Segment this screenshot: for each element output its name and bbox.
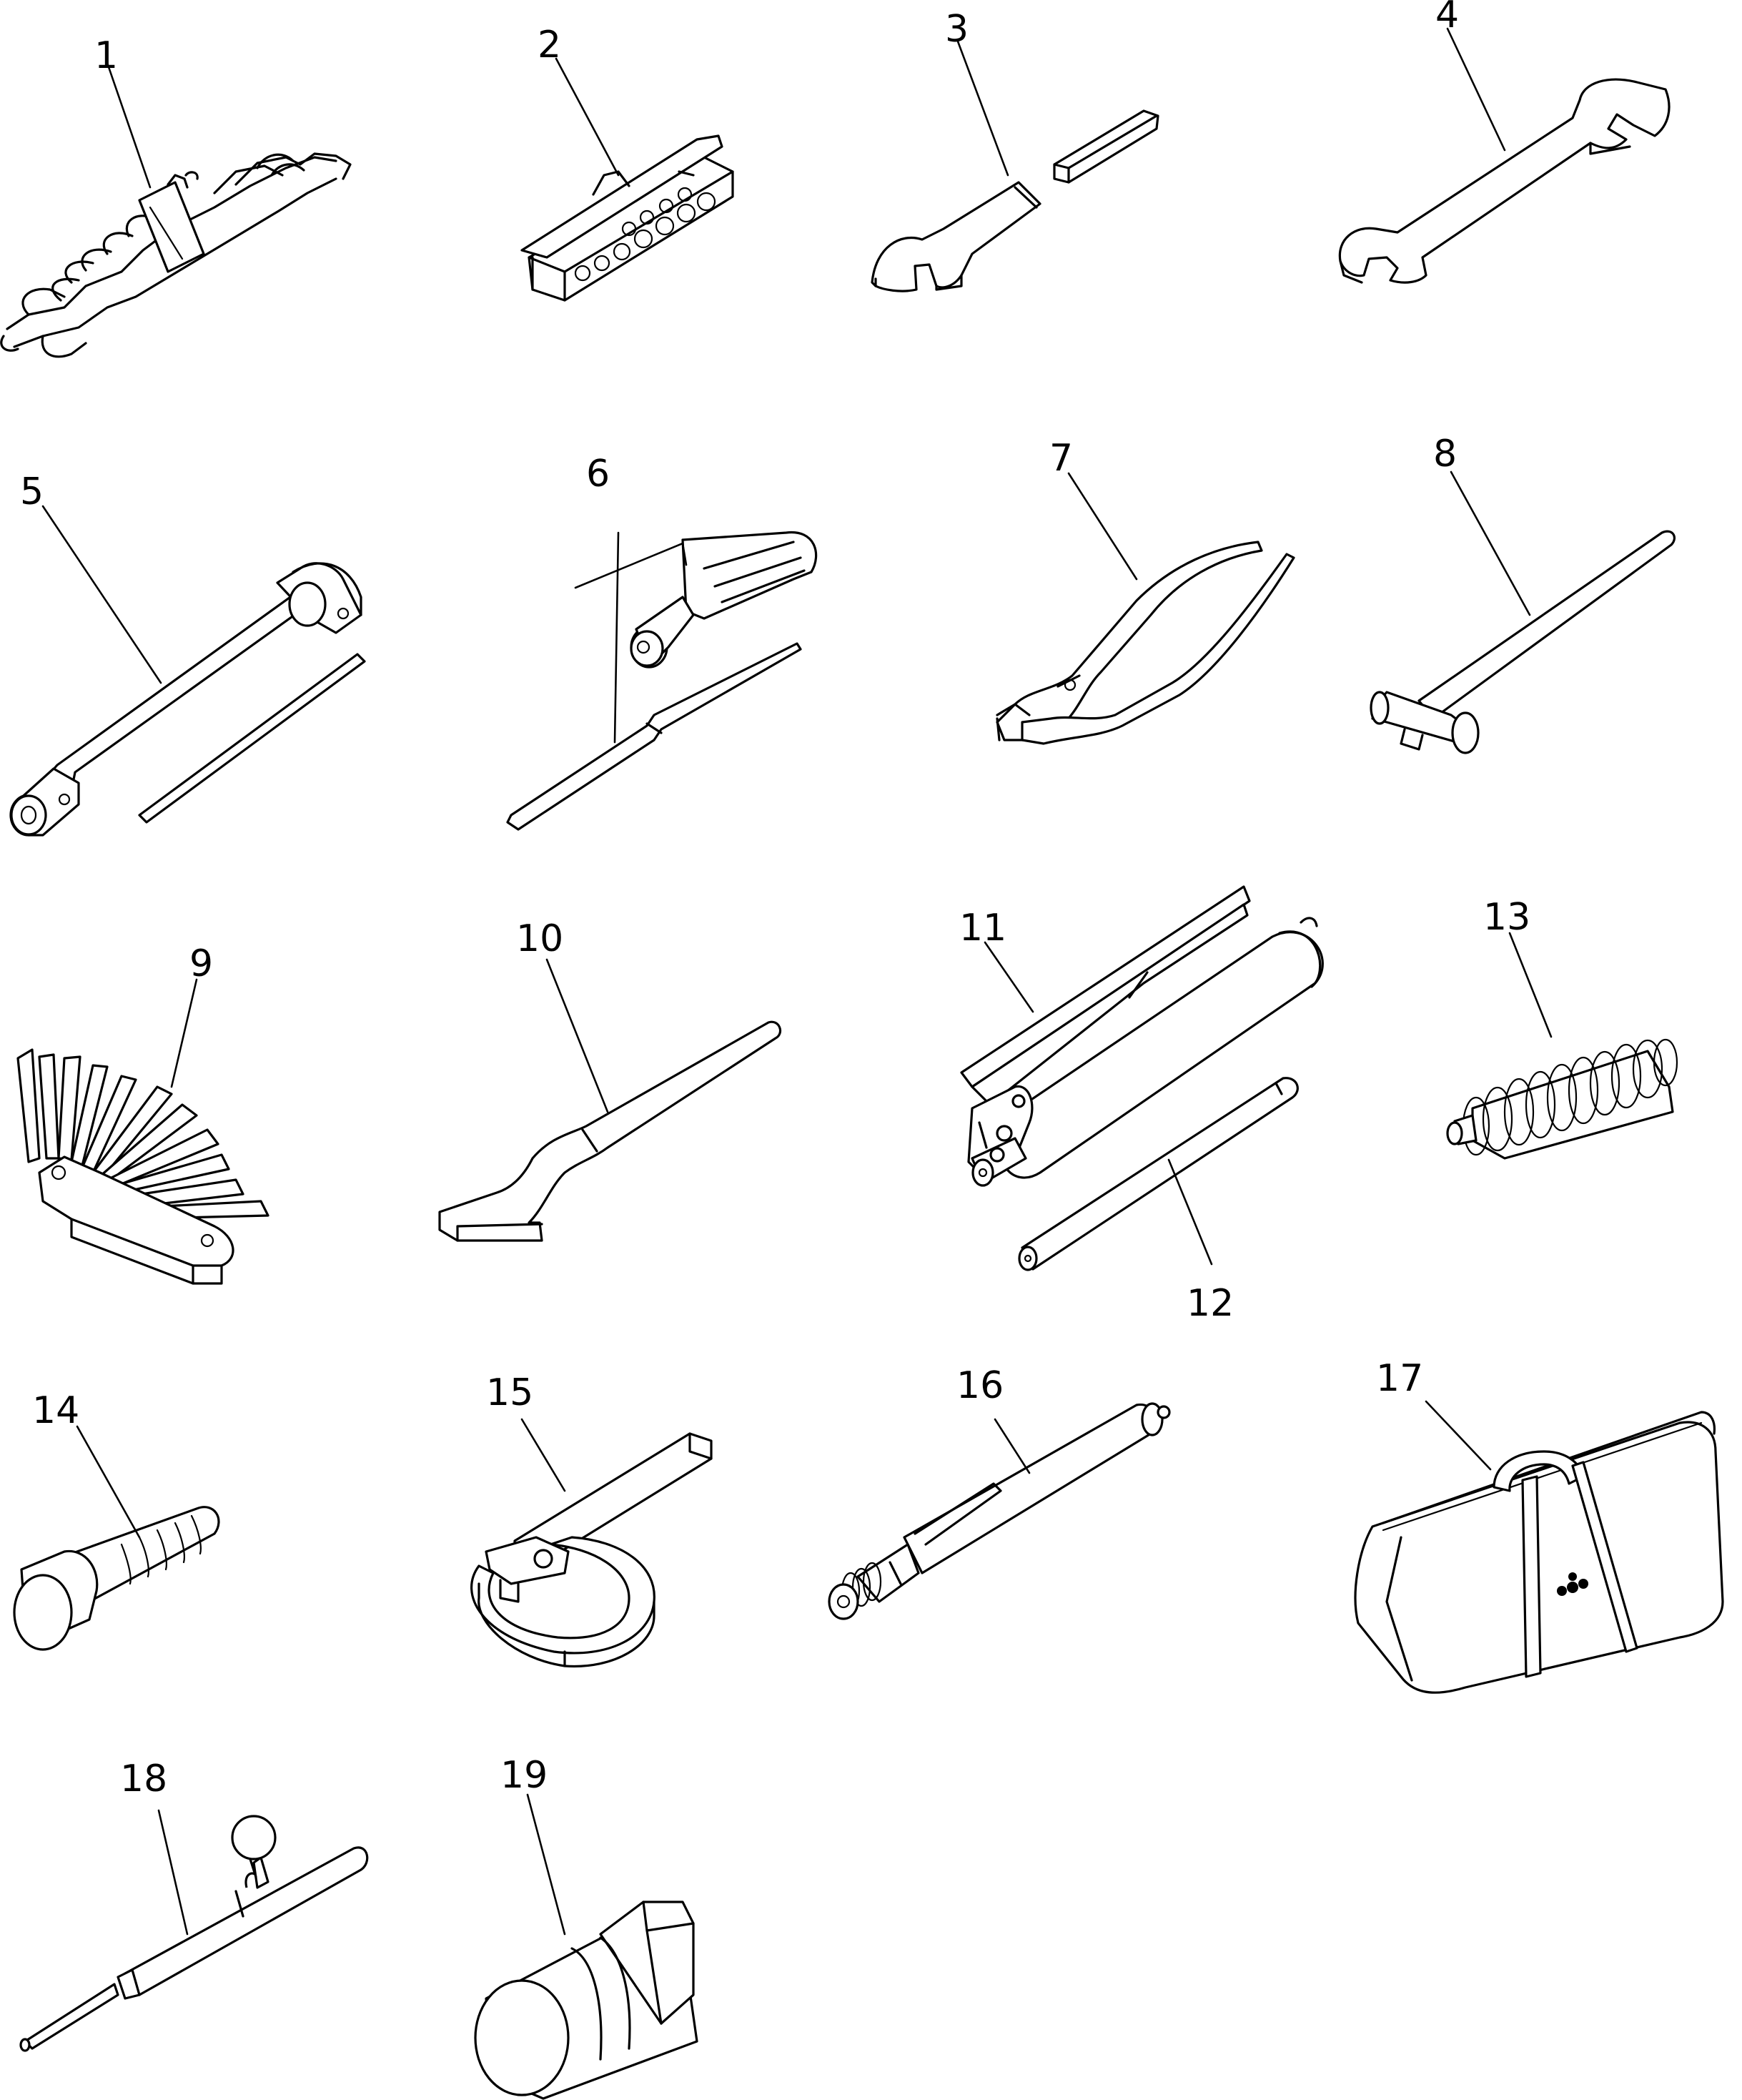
callout-8-label: 8: [1433, 433, 1457, 475]
callout-11-label: 11: [959, 907, 1006, 950]
callout-13-label: 13: [1483, 896, 1530, 939]
callout-8-leader: [1450, 470, 1531, 616]
callout-15-leader: [520, 1418, 566, 1492]
callout-14-leader: [76, 1425, 141, 1539]
callout-15-label: 15: [486, 1371, 533, 1414]
double-open-end-wrench-icon: [1338, 78, 1671, 284]
grease-nozzle-tube-icon: [1018, 1077, 1299, 1271]
callout-5-label: 5: [20, 470, 44, 513]
filter-wrench-icon: [470, 1432, 713, 1668]
callout-3-label: 3: [945, 8, 969, 51]
callout-1-leader: [106, 61, 152, 189]
socket-set-box-icon: [520, 134, 734, 302]
tire-gauge-icon: [828, 1402, 1171, 1620]
callout-7-leader: [1067, 472, 1138, 581]
feeler-gauge-icon: [16, 1048, 269, 1285]
spring-icon: [1446, 1038, 1678, 1160]
cylinder-part-icon: [474, 1901, 698, 2100]
callout-19-leader: [526, 1793, 566, 1936]
callout-4-label: 4: [1435, 0, 1459, 36]
callout-10-label: 10: [516, 917, 563, 960]
callout-12-leader: [1167, 1158, 1213, 1266]
box-wrench-with-bar-icon: [9, 562, 366, 837]
probe-tool-icon: [19, 1815, 369, 2052]
callout-2-leader: [555, 57, 620, 177]
callout-12-label: 12: [1187, 1282, 1234, 1325]
grease-gun-icon: [960, 885, 1324, 1187]
callout-1-label: 1: [94, 34, 118, 77]
callout-13-leader: [1508, 932, 1553, 1038]
callout-2-label: 2: [538, 24, 561, 66]
hook-wrench-icon: [438, 1020, 782, 1242]
callout-10-leader: [545, 958, 609, 1113]
callout-16-leader: [994, 1418, 1031, 1474]
screwdriver-icon: [506, 531, 818, 831]
wrench-set-icon: [0, 152, 352, 358]
hammer-icon: [1370, 530, 1676, 754]
callout-6-leader: [574, 531, 688, 744]
callout-7-label: 7: [1049, 437, 1073, 480]
callout-9-label: 9: [189, 942, 213, 985]
callout-16-label: 16: [956, 1364, 1004, 1407]
callout-17-label: 17: [1376, 1357, 1423, 1400]
callout-19-label: 19: [500, 1754, 548, 1797]
tool-bag-icon: [1354, 1411, 1724, 1694]
callout-6-label: 6: [586, 453, 610, 496]
callout-18-leader: [157, 1809, 189, 1936]
callout-9-leader: [170, 978, 198, 1088]
callout-3-leader: [956, 40, 1009, 177]
callout-17-leader: [1425, 1400, 1492, 1471]
pliers-icon: [996, 541, 1295, 745]
callout-18-label: 18: [120, 1758, 167, 1800]
callout-14-label: 14: [32, 1389, 79, 1432]
callout-5-leader: [41, 505, 162, 684]
callout-11-leader: [984, 941, 1034, 1013]
callout-4-leader: [1446, 27, 1506, 152]
wrench-with-bar-icon: [871, 109, 1159, 292]
bolt-icon: [13, 1506, 220, 1651]
